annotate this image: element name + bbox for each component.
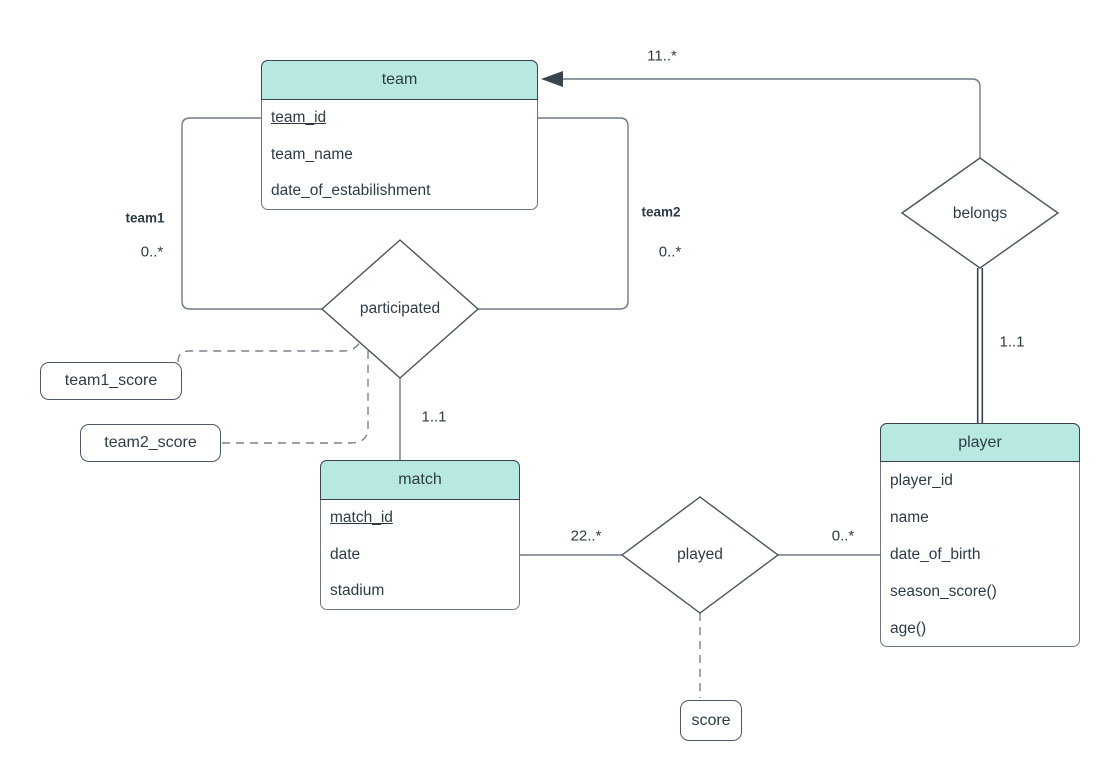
entity-player[interactable]: player player_id name date_of_birth seas…: [880, 423, 1080, 647]
attribute-date-of-estabilishment[interactable]: date_of_estabilishment: [271, 182, 431, 200]
cardinality-match-played: 22..*: [570, 527, 602, 545]
edge-belongs-player[interactable]: [976, 268, 984, 423]
edge-team2score-participated[interactable]: [222, 350, 369, 444]
role-label-team1: team1: [125, 210, 165, 226]
cardinality-team2: 0..*: [658, 243, 682, 261]
attribute-stadium[interactable]: stadium: [330, 582, 385, 600]
entity-match-title: match: [320, 460, 520, 500]
role-label-team2: team2: [641, 204, 681, 220]
entity-match[interactable]: match match_id date stadium: [320, 460, 520, 610]
attribute-node-team1-score[interactable]: team1_score: [40, 362, 182, 400]
edge-belongs-team[interactable]: [546, 78, 981, 158]
edge-team1score-participated[interactable]: [177, 341, 361, 363]
entity-team[interactable]: team team_id team_name date_of_estabilis…: [261, 60, 538, 210]
attribute-team-id[interactable]: team_id: [271, 109, 327, 127]
relationship-belongs-shape[interactable]: [900, 157, 1060, 269]
attribute-season-score[interactable]: season_score(): [890, 582, 997, 600]
attribute-node-score[interactable]: score: [680, 700, 742, 741]
cardinality-belongs-player: 1..1: [999, 333, 1025, 351]
edge-team2-participated[interactable]: [478, 117, 629, 310]
entity-player-title: player: [880, 423, 1080, 462]
relationship-belongs-label[interactable]: belongs: [952, 205, 1008, 222]
attribute-name[interactable]: name: [890, 508, 929, 526]
cardinality-team1: 0..*: [140, 243, 164, 261]
relationship-played-shape[interactable]: [620, 496, 780, 614]
cardinality-belongs-team: 11..*: [647, 47, 677, 65]
relationship-participated-label[interactable]: participated: [359, 300, 441, 317]
attribute-team-name[interactable]: team_name: [271, 145, 353, 163]
relationship-played-label[interactable]: played: [677, 546, 723, 563]
attribute-match-id[interactable]: match_id: [330, 509, 393, 527]
entity-team-title: team: [261, 60, 538, 100]
relationship-participated-shape[interactable]: [320, 239, 480, 379]
cardinality-played-player: 0..*: [831, 527, 855, 545]
attribute-age[interactable]: age(): [890, 619, 927, 637]
edge-team1-participated[interactable]: [181, 117, 322, 310]
attribute-date-of-birth[interactable]: date_of_birth: [890, 545, 981, 563]
arrowhead-belongs-team: [541, 71, 563, 87]
cardinality-participated-match: 1..1: [421, 408, 447, 426]
attribute-node-team2-score[interactable]: team2_score: [80, 424, 221, 462]
attribute-player-id[interactable]: player_id: [890, 471, 953, 489]
attribute-date[interactable]: date: [330, 545, 361, 563]
